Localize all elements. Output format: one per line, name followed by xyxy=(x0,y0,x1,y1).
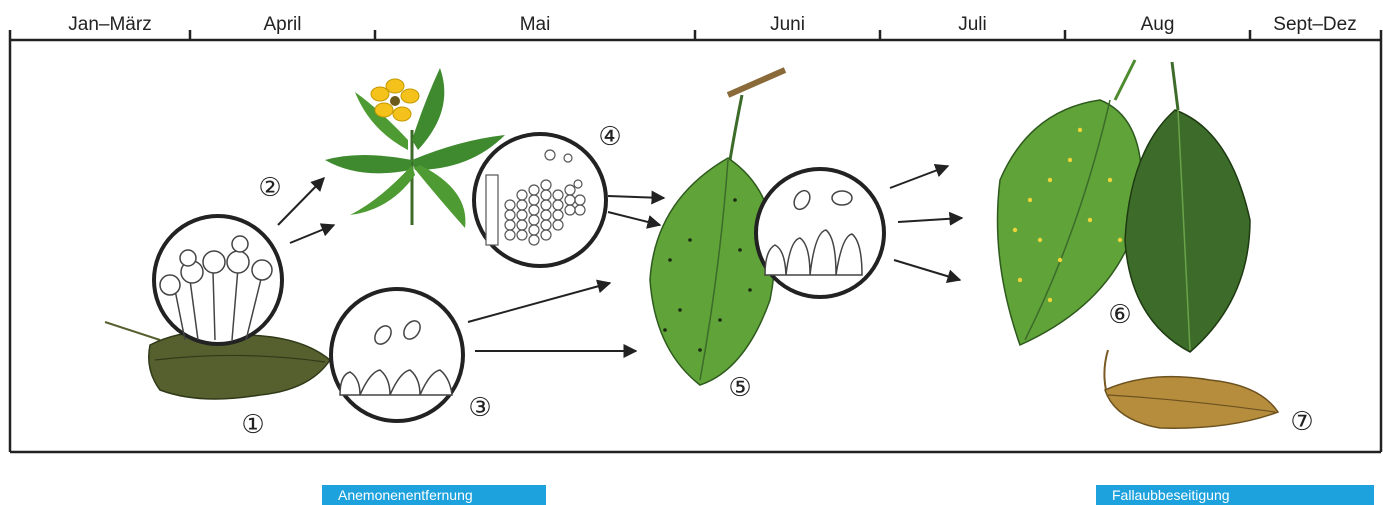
stage-number-6: ⑥ xyxy=(1108,300,1131,330)
arrow-to-summer-3 xyxy=(894,260,960,280)
arrow-to-anemone-2 xyxy=(290,225,334,243)
measure-anemone-removal: Anemonenentfernung xyxy=(322,485,546,505)
fallen-autumn-leaf-illustration xyxy=(1104,350,1278,428)
arrow-conidia-to-leaf-2 xyxy=(608,212,660,225)
arrow-spores-to-leaf-1 xyxy=(468,283,610,322)
arrow-conidia-to-leaf-1 xyxy=(608,196,664,198)
apothecia-magnifier xyxy=(154,216,282,344)
arrow-to-summer-2 xyxy=(898,218,962,222)
arrow-to-summer-1 xyxy=(890,166,948,188)
stage-number-3: ③ xyxy=(468,393,491,423)
conidia-magnifier xyxy=(474,134,606,266)
stage-number-1: ① xyxy=(241,410,264,440)
stage-number-5: ⑤ xyxy=(728,373,751,403)
arrow-to-anemone-1 xyxy=(278,178,324,225)
ascospore-magnifier xyxy=(331,289,463,421)
stage-number-2: ② xyxy=(258,173,281,203)
stage-number-7: ⑦ xyxy=(1290,407,1313,437)
stage-number-4: ④ xyxy=(598,122,621,152)
leaf-conidia-magnifier xyxy=(756,169,884,297)
measure-leaf-removal: Fallaubbeseitigung xyxy=(1096,485,1374,505)
